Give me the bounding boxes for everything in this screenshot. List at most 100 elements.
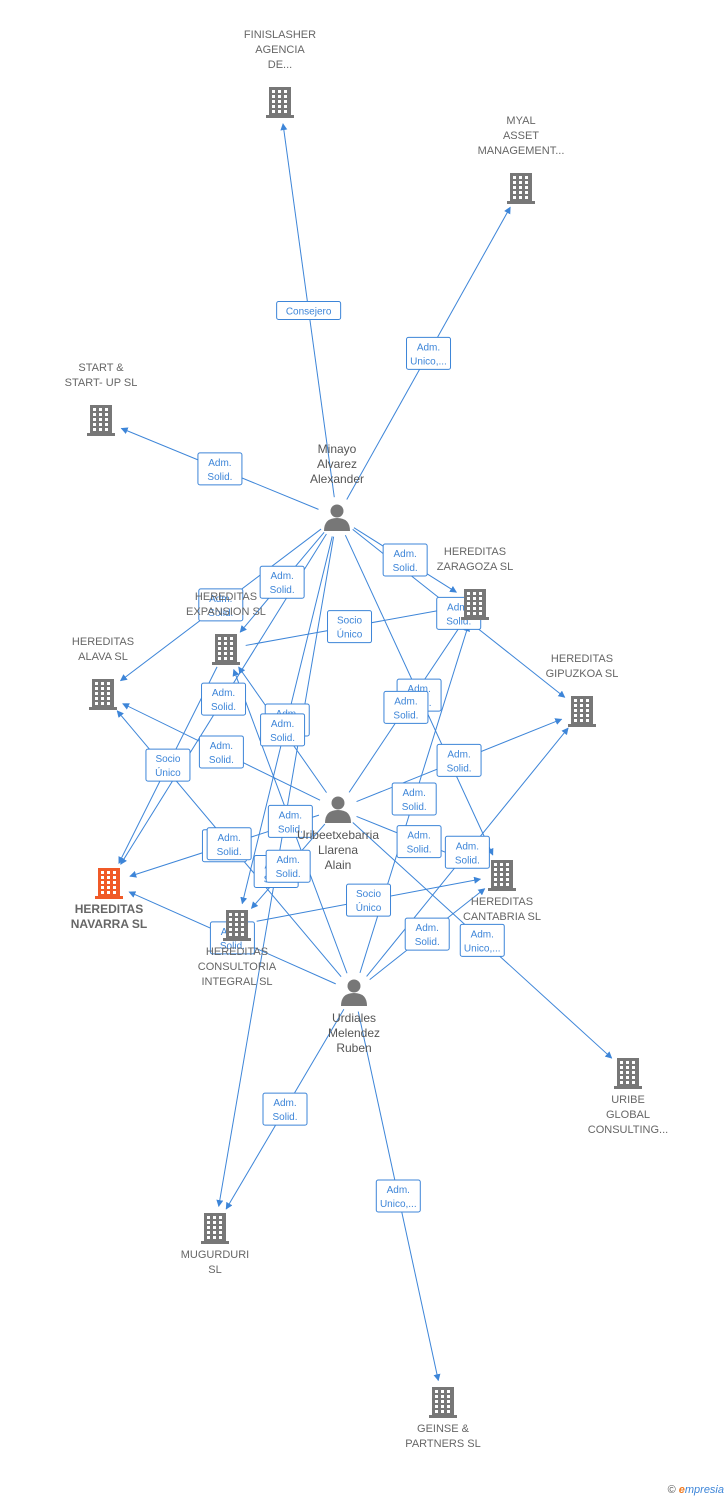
node-label-line: ASSET (503, 130, 539, 142)
edge-label-text: Adm. (394, 696, 417, 707)
edge-label[interactable]: Adm.Solid. (391, 782, 437, 816)
node-label-line: ZARAGOZA SL (437, 561, 513, 573)
edge-label[interactable]: Adm. Solid. (262, 1092, 308, 1126)
node-mugurduri[interactable]: MUGURDURI SL (181, 1213, 249, 1276)
edge-label-text: Solid. (272, 1112, 297, 1123)
node-label-line: Urdiales (332, 1011, 376, 1025)
edge-label-text: Unico,... (464, 943, 501, 954)
node-start[interactable]: START &START- UP SL (65, 362, 138, 436)
node-label-line: HEREDITAS (471, 896, 533, 908)
node-cantabria[interactable]: HEREDITAS CANTABRIA SL (463, 860, 541, 923)
edge-label[interactable]: Adm.Solid. (382, 543, 428, 577)
edge-label-text: Adm. (210, 741, 233, 752)
edge-label-text: Socio (337, 616, 362, 627)
edge-label-text: Adm. (217, 833, 240, 844)
edge-label[interactable]: Adm.Solid. (259, 565, 305, 599)
edge-label-text: Adm. (393, 549, 416, 560)
edge-label[interactable]: Adm.Solid. (383, 690, 429, 724)
edge-label-text: Unico,... (410, 356, 447, 367)
edge-label-text: Adm. (407, 831, 430, 842)
edge-label[interactable]: Adm. Solid. (206, 827, 252, 861)
building-icon (201, 1213, 229, 1244)
node-consultoria[interactable]: HEREDITAS CONSULTORIA INTEGRAL SL (198, 910, 277, 988)
edge-label[interactable]: Adm.Solid. (436, 743, 482, 777)
node-label-line: SL (208, 1264, 221, 1276)
edge-label[interactable]: Adm.Solid. (201, 682, 247, 716)
edge-label-text: Único (337, 628, 363, 641)
edge-label-text: Solid. (220, 941, 245, 952)
edge-label-box (436, 743, 482, 777)
edge-label[interactable]: Adm.Solid. (197, 452, 243, 486)
edge-label[interactable]: Adm.Unico,... (459, 923, 505, 957)
edge-label-text: Solid. (402, 802, 427, 813)
nodes-layer: FINISLASHERAGENCIADE...MYALASSETMANAGEME… (65, 29, 669, 1450)
building-icon (429, 1387, 457, 1418)
building-icon (568, 696, 596, 727)
edge-label-text: Solid. (217, 847, 242, 858)
edge-label[interactable]: Adm.Solid. (198, 735, 244, 769)
edge-label[interactable]: Adm.Unico,... (375, 1179, 421, 1213)
brand-name: mpresia (684, 1484, 724, 1496)
node-label-line: HEREDITAS (195, 591, 257, 603)
person-icon (341, 979, 367, 1006)
edge-label[interactable]: Adm.Solid. (404, 917, 450, 951)
edge-label[interactable]: Adm.Solid. (444, 835, 490, 869)
edge-label[interactable]: Adm.Solid. (198, 588, 244, 622)
node-label-line: INTEGRAL SL (201, 976, 272, 988)
edge-label[interactable]: Adm.Solid. (265, 849, 311, 883)
edge-label-box (406, 336, 452, 370)
node-label-line: DE... (268, 59, 292, 71)
edge-label[interactable]: Adm.Unico,... (406, 336, 452, 370)
edge-label-box (459, 923, 505, 957)
node-label-line: GEINSE & (417, 1423, 470, 1435)
edges-layer (116, 123, 613, 1382)
edge-label-text: Solid. (407, 845, 432, 856)
node-label-line: CANTABRIA SL (463, 911, 541, 923)
node-label-line: CONSULTORIA (198, 961, 277, 973)
edge-label-text: Adm. (279, 810, 302, 821)
footer-brand: © empresia (668, 1484, 724, 1496)
edge-label[interactable]: Adm.Solid. (260, 713, 306, 747)
node-geinse[interactable]: GEINSE &PARTNERS SL (405, 1387, 481, 1450)
edge-label[interactable]: Adm. Solid. (396, 825, 442, 859)
edge-label-text: Socio (155, 754, 180, 765)
node-label-line: Ruben (336, 1041, 371, 1055)
edge-label-text: Adm. (273, 1098, 296, 1109)
brand-initial: e (678, 1484, 685, 1496)
building-icon (95, 868, 123, 899)
edge-label-box (265, 849, 311, 883)
node-finislasher[interactable]: FINISLASHERAGENCIADE... (244, 29, 316, 118)
node-label-line: MANAGEMENT... (478, 145, 565, 157)
node-uribe-global[interactable]: URIBEGLOBALCONSULTING... (588, 1058, 668, 1136)
edge-label-box (327, 610, 373, 644)
edge-label-box (382, 543, 428, 577)
node-label-line: MUGURDURI (181, 1249, 249, 1261)
edge-label-box (267, 804, 313, 838)
edge-label[interactable]: Adm. Solid. (267, 804, 313, 838)
node-label-line: HEREDITAS (206, 946, 268, 958)
edge-label-box (346, 883, 392, 917)
edge-label-box (391, 782, 437, 816)
node-myal[interactable]: MYALASSETMANAGEMENT... (478, 115, 565, 204)
person-icon (324, 504, 350, 531)
edge-label-text: Consejero (286, 306, 332, 317)
building-icon (87, 405, 115, 436)
copyright-symbol: © (667, 1484, 676, 1496)
node-label-line: FINISLASHER (244, 29, 316, 41)
edge-label-text: Adm. (209, 594, 232, 605)
edge-label-box (198, 735, 244, 769)
edge-label[interactable]: Consejero (276, 300, 342, 320)
edge-label-text: Solid. (278, 824, 303, 835)
node-label-line: CONSULTING... (588, 1124, 668, 1136)
